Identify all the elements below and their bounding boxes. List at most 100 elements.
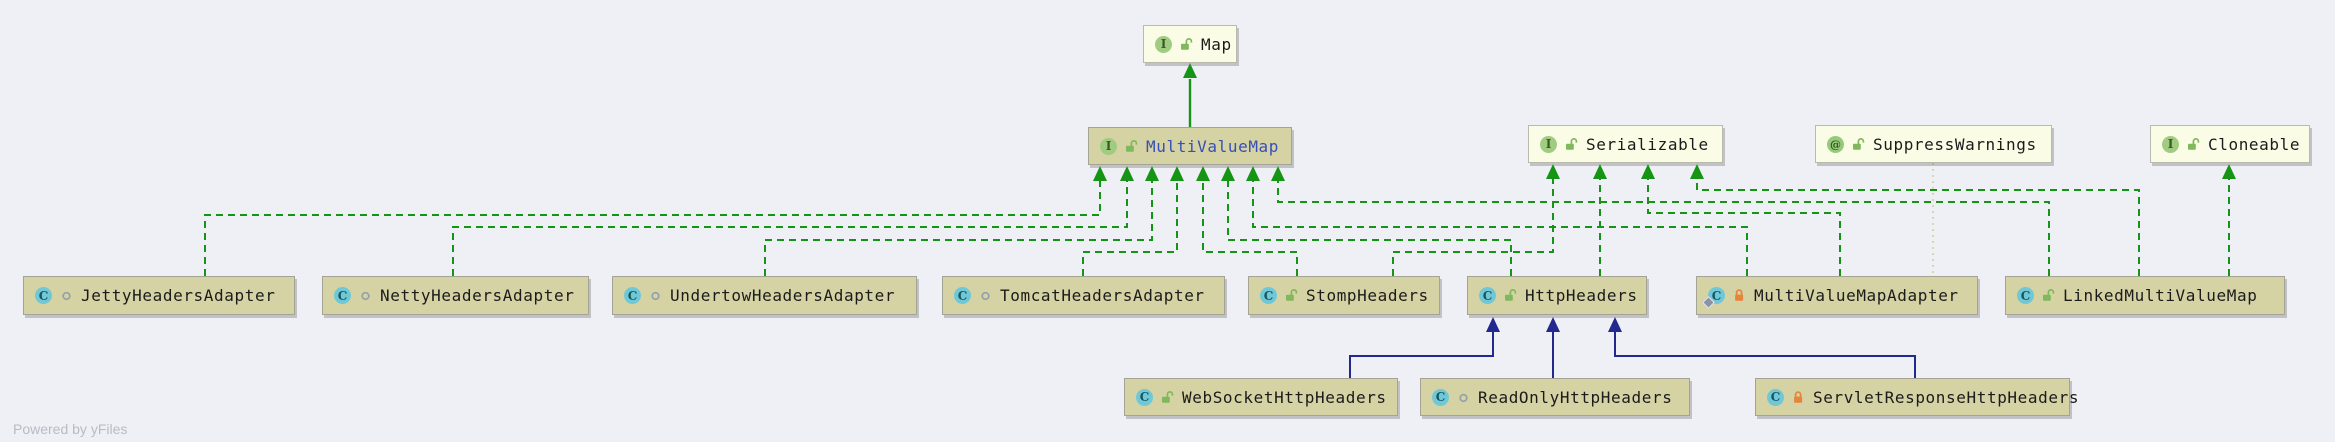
class-node-suppresswarnings[interactable]: @ SuppressWarnings bbox=[1815, 125, 2052, 163]
visibility-package-circle-icon bbox=[651, 291, 660, 301]
arrowhead-icon bbox=[1093, 166, 1107, 181]
arrowhead-icon bbox=[1593, 164, 1607, 179]
edge-multiValueMapAdapter-to-multiValueMap bbox=[1246, 166, 1748, 276]
arrowhead-icon bbox=[1546, 317, 1560, 332]
visibility-public-open-lock-icon bbox=[2188, 137, 2200, 150]
arrowhead-icon bbox=[1170, 166, 1184, 181]
class-icon: C bbox=[1767, 388, 1784, 406]
class-name-label: UndertowHeadersAdapter bbox=[670, 286, 896, 305]
powered-by-yfiles-watermark: Powered by yFiles bbox=[13, 421, 128, 437]
class-node-servletresponsehttpheaders[interactable]: C ServletResponseHttpHeaders bbox=[1755, 378, 2078, 416]
class-icon: C bbox=[2017, 287, 2034, 304]
class-icon: C bbox=[1479, 287, 1496, 304]
edge-servletResponseHttpHeaders-to-httpHeaders bbox=[1608, 317, 1916, 378]
visibility-public-open-lock-icon bbox=[1505, 289, 1517, 301]
class-node-map[interactable]: I Map bbox=[1143, 25, 1237, 63]
class-node-cloneable[interactable]: I Cloneable bbox=[2150, 125, 2310, 163]
arrowhead-icon bbox=[1546, 164, 1560, 179]
class-icon: C bbox=[624, 287, 641, 304]
arrowhead-icon bbox=[1608, 317, 1622, 332]
arrowhead-icon bbox=[1271, 166, 1285, 181]
class-node-httpheaders[interactable]: C HttpHeaders bbox=[1467, 276, 1647, 315]
edge-nettyHeadersAdapter-to-multiValueMap bbox=[452, 166, 1134, 276]
arrowhead-icon bbox=[1690, 164, 1704, 179]
visibility-locked-orange-icon bbox=[1735, 289, 1744, 301]
class-icon: C bbox=[1432, 388, 1449, 406]
interface-icon: I bbox=[1155, 35, 1172, 53]
class-name-label: ServletResponseHttpHeaders bbox=[1813, 387, 2080, 407]
edge-linkedMultiValueMap-to-multiValueMap bbox=[1271, 166, 2050, 276]
class-name-label: Cloneable bbox=[2208, 134, 2301, 154]
visibility-package-circle-icon bbox=[981, 291, 990, 301]
edge-readOnlyHttpHeaders-to-httpHeaders bbox=[1546, 317, 1560, 378]
class-node-jettyheadersadapter[interactable]: C JettyHeadersAdapter bbox=[23, 276, 295, 315]
class-icon: C bbox=[1136, 388, 1153, 406]
class-node-multivaluemap[interactable]: I MultiValueMap bbox=[1088, 127, 1292, 165]
class-name-label: Map bbox=[1201, 34, 1232, 54]
edge-stompHeaders-to-serializable bbox=[1392, 164, 1560, 276]
arrowhead-icon bbox=[2222, 164, 2236, 179]
class-name-label: MultiValueMap bbox=[1146, 136, 1280, 156]
visibility-public-open-lock-icon bbox=[1566, 137, 1578, 150]
class-name-label: MultiValueMapAdapter bbox=[1754, 286, 1959, 305]
visibility-public-open-lock-icon bbox=[1181, 37, 1193, 50]
visibility-package-circle-icon bbox=[361, 291, 370, 301]
visibility-package-circle-icon bbox=[1459, 393, 1468, 402]
class-icon: C bbox=[334, 287, 351, 304]
class-icon: C bbox=[35, 287, 52, 304]
edge-multiValueMapAdapter-to-serializable bbox=[1641, 164, 1841, 276]
annotation-icon: @ bbox=[1827, 135, 1844, 153]
class-name-label: StompHeaders bbox=[1306, 286, 1429, 305]
edge-jettyHeadersAdapter-to-multiValueMap bbox=[204, 166, 1107, 276]
edge-webSocketHttpHeaders-to-httpHeaders bbox=[1349, 317, 1500, 378]
visibility-public-open-lock-icon bbox=[2043, 289, 2055, 301]
edge-undertowHeadersAdapter-to-multiValueMap bbox=[764, 166, 1159, 276]
class-name-label: Serializable bbox=[1586, 134, 1709, 154]
arrowhead-icon bbox=[1183, 63, 1197, 78]
class-name-label: TomcatHeadersAdapter bbox=[1000, 286, 1205, 305]
visibility-package-circle-icon bbox=[62, 291, 71, 301]
visibility-public-open-lock-icon bbox=[1286, 289, 1298, 301]
class-icon-with-diamond: C bbox=[1702, 287, 1725, 309]
arrowhead-icon bbox=[1221, 166, 1235, 181]
interface-icon: I bbox=[1540, 135, 1557, 153]
class-node-linkedmultivaluemap[interactable]: C LinkedMultiValueMap bbox=[2005, 276, 2285, 315]
edge-tomcatHeadersAdapter-to-multiValueMap bbox=[1082, 166, 1184, 276]
static-diamond-overlay-icon bbox=[1702, 296, 1715, 309]
class-name-label: WebSocketHttpHeaders bbox=[1182, 387, 1387, 407]
class-node-serializable[interactable]: I Serializable bbox=[1528, 125, 1723, 163]
edge-stompHeaders-to-multiValueMap bbox=[1196, 166, 1298, 276]
class-node-stompheaders[interactable]: C StompHeaders bbox=[1248, 276, 1440, 315]
interface-icon: I bbox=[2162, 135, 2179, 153]
interface-icon: I bbox=[1100, 137, 1117, 155]
class-node-tomcatheadersadapter[interactable]: C TomcatHeadersAdapter bbox=[942, 276, 1225, 315]
class-name-label: JettyHeadersAdapter bbox=[81, 286, 276, 305]
arrowhead-icon bbox=[1145, 166, 1159, 181]
arrowhead-icon bbox=[1641, 164, 1655, 179]
class-name-label: HttpHeaders bbox=[1525, 286, 1638, 305]
class-node-multivaluemapadapter[interactable]: C MultiValueMapAdapter bbox=[1696, 276, 1978, 315]
class-node-undertowheadersadapter[interactable]: C UndertowHeadersAdapter bbox=[612, 276, 917, 315]
class-name-label: LinkedMultiValueMap bbox=[2063, 286, 2258, 305]
visibility-public-open-lock-icon bbox=[1162, 390, 1174, 403]
edge-multiValueMap-to-map bbox=[1183, 63, 1197, 127]
edge-linkedMultiValueMap-to-cloneable bbox=[2222, 164, 2236, 276]
class-node-websockethttpheaders[interactable]: C WebSocketHttpHeaders bbox=[1124, 378, 1398, 416]
edge-httpHeaders-to-serializable bbox=[1593, 164, 1607, 276]
arrowhead-icon bbox=[1120, 166, 1134, 181]
arrowhead-icon bbox=[1486, 317, 1500, 332]
visibility-public-open-lock-icon bbox=[1126, 139, 1138, 152]
arrowhead-icon bbox=[1196, 166, 1210, 181]
class-icon: C bbox=[1260, 287, 1277, 304]
visibility-locked-orange-icon bbox=[1794, 390, 1803, 403]
arrowhead-icon bbox=[1246, 166, 1260, 181]
class-name-label: SuppressWarnings bbox=[1873, 134, 2037, 154]
visibility-public-open-lock-icon bbox=[1853, 137, 1865, 150]
edge-linkedMultiValueMap-to-serializable bbox=[1690, 164, 2140, 276]
class-icon: C bbox=[954, 287, 971, 304]
edge-httpHeaders-to-multiValueMap bbox=[1221, 166, 1512, 276]
